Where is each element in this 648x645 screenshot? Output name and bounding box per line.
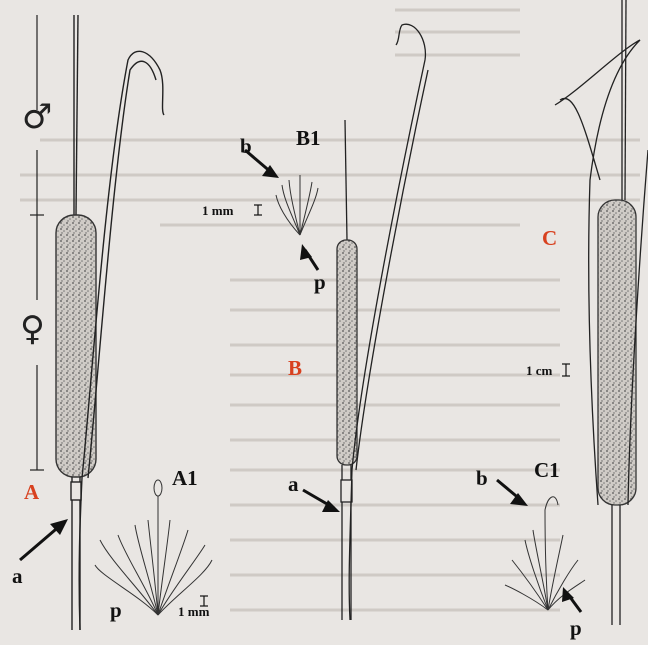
inset-c1-floret [505,497,585,610]
background-text-lines [20,10,640,610]
label-b-panel-c: b [476,468,488,489]
inset-b1-arrow-p [300,244,318,270]
scale-label-c: 1 cm [526,364,552,377]
inset-label-a1: A1 [172,468,198,489]
inset-label-b1: B1 [296,128,321,149]
label-b-panel-b: b [240,136,252,157]
male-symbol: ♂ [22,100,52,134]
label-a-panel-a: a [12,566,23,587]
panel-a-section-brackets [30,15,44,470]
panel-c-plant [555,0,648,625]
female-symbol: ♀ [20,312,45,346]
panel-a-arrow-a [20,519,68,560]
panel-label-a: A [24,482,39,503]
inset-c1-arrow-p [562,587,581,612]
scale-label-a1: 1 mm [178,605,209,618]
label-p-panel-b: p [314,272,326,293]
panel-b-plant [337,24,428,620]
panel-label-c: C [542,228,557,249]
panel-b-arrow-a [303,490,340,512]
panel-c-scale-bar [562,364,570,376]
inset-c1-arrow-b [497,480,528,506]
inset-b1-scale-bar [254,205,262,215]
panel-a-plant [56,15,164,630]
inset-label-c1: C1 [534,460,560,481]
inset-a1-floret [95,480,212,615]
label-a-panel-b: a [288,474,299,495]
panel-label-b: B [288,358,302,379]
label-p-panel-c: p [570,618,582,639]
label-p-panel-a: p [110,600,122,621]
scale-label-b1: 1 mm [202,204,233,217]
